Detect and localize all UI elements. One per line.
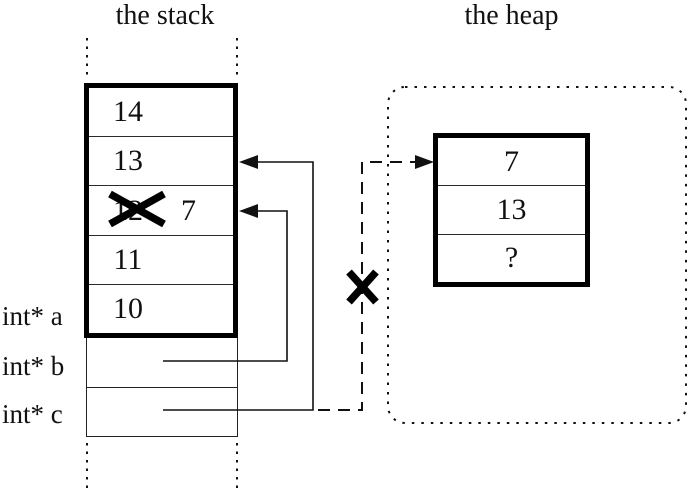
arrowhead-right-icon bbox=[415, 155, 434, 169]
stack-cell-value: 13 bbox=[113, 144, 143, 178]
stack-title: the stack bbox=[115, 0, 215, 31]
heap-cell-value: ? bbox=[504, 241, 519, 275]
arrowhead-left-icon bbox=[239, 155, 258, 169]
stack-pointer-cells bbox=[86, 338, 238, 437]
heap-cell-value: 13 bbox=[496, 192, 527, 226]
stack-cell-value: 11 bbox=[113, 242, 143, 276]
stack-cell: 14 bbox=[89, 88, 233, 138]
pointer-label-a: int* a bbox=[2, 301, 63, 331]
arrowhead-left-icon bbox=[239, 204, 258, 218]
heap-cell: ? bbox=[438, 235, 585, 282]
stack-cell-value: 10 bbox=[113, 291, 143, 325]
pointer-cell-c bbox=[87, 388, 237, 437]
heap-cell-value: 7 bbox=[504, 144, 519, 178]
heap-title: the heap bbox=[464, 0, 559, 31]
heap-box: 7 13 ? bbox=[433, 133, 590, 287]
broken-pointer-x-icon bbox=[346, 269, 379, 305]
stack-cell: 10 bbox=[89, 285, 233, 333]
heap-cell: 13 bbox=[438, 186, 585, 235]
replacement-value: 7 bbox=[181, 193, 196, 227]
stack-cell-value: 14 bbox=[113, 95, 143, 129]
stack-cell-overwritten: 12 7 bbox=[89, 186, 233, 236]
pointer-label-c: int* c bbox=[2, 399, 63, 429]
stack-cell: 11 bbox=[89, 236, 233, 285]
stack-cell: 13 bbox=[89, 137, 233, 187]
dangling-pointer-arrow bbox=[318, 161, 415, 411]
pointer-label-b: int* b bbox=[2, 351, 65, 381]
stack-box: 14 13 12 7 11 10 bbox=[84, 83, 238, 338]
heap-cell: 7 bbox=[438, 138, 585, 187]
pointer-cell-b bbox=[87, 338, 237, 388]
crossed-out-value: 12 bbox=[113, 193, 143, 227]
